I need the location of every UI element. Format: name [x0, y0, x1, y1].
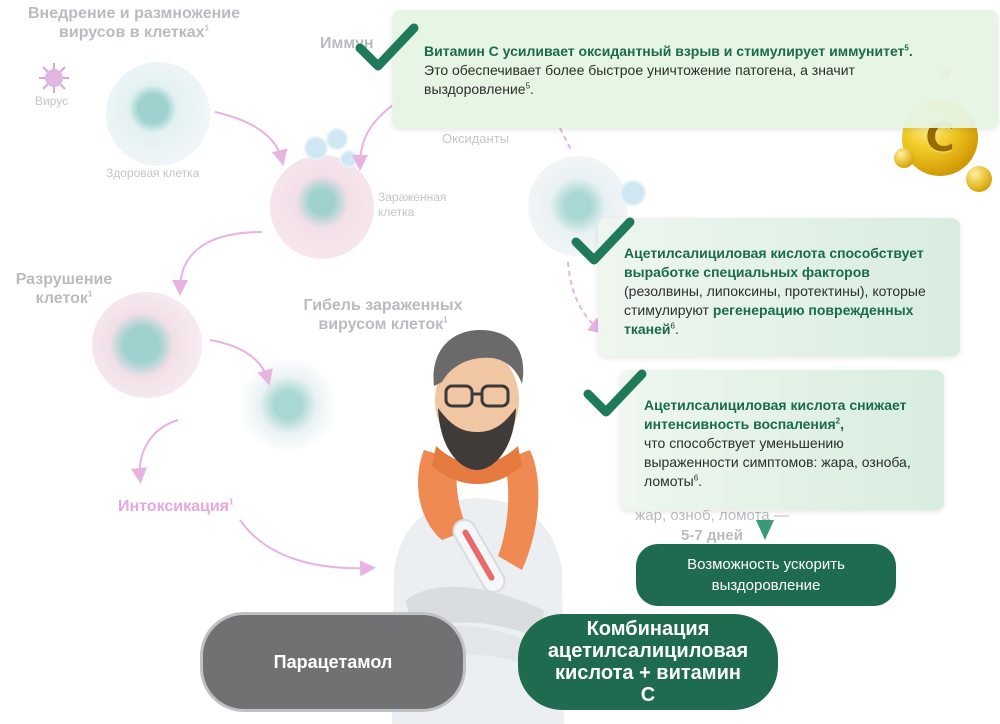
intoxication-label: Интоксикация1 [118, 497, 234, 515]
inflammation-card: Ацетилсалициловая кислота снижает интенс… [620, 370, 944, 510]
infected-cell-icon [270, 155, 374, 259]
vitamin-ball-icon [894, 148, 914, 168]
virus-icon [39, 63, 69, 93]
regeneration-card: Ацетилсалициловая кислота способствует в… [598, 218, 960, 356]
bubble-icon [326, 128, 348, 150]
heading-infected-cell-death: Гибель зараженных вирусом клеток1 [303, 297, 463, 333]
check-icon [355, 23, 419, 71]
inflammation-card-title: Ацетилсалициловая кислота снижает интенс… [644, 397, 907, 432]
bubble-icon [304, 136, 328, 160]
oxidants-label: Оксиданты [442, 131, 509, 146]
healthy-cell-icon [106, 62, 210, 166]
speed-up-recovery-button[interactable]: Возможность ускорить выздоровление [636, 544, 896, 606]
cell-fragments-icon [236, 360, 340, 450]
virus-label: Вирус [35, 94, 69, 108]
paracetamol-button[interactable]: Парацетамол [200, 612, 466, 712]
regeneration-card-text: Ацетилсалициловая кислота способствует в… [624, 245, 926, 337]
combination-button[interactable]: Комбинация ацетилсалициловая кислота + в… [518, 614, 778, 710]
bubble-icon [620, 180, 646, 206]
vitamin-ball-icon [966, 166, 992, 192]
check-icon [571, 217, 635, 265]
heading-virus-reproduction: Внедрение и размножение вирусов в клетка… [28, 5, 240, 41]
infected-cell-label: Зараженная клетка [378, 190, 447, 219]
check-icon [583, 369, 647, 417]
destroyed-cell-icon [92, 292, 202, 398]
healthy-cell-label: Здоровая клетка [106, 166, 200, 180]
vitamin-c-card-title: Витамин С усиливает оксидантный взрыв и … [424, 43, 913, 59]
heading-cell-destruction: Разрушение клеток1 [15, 271, 113, 307]
down-arrow-icon [756, 520, 774, 540]
bg-symptom-duration: жар, озноб, ломота — 5-7 дней [635, 507, 789, 544]
inflammation-card-text: что способствует уменьшению выраженности… [644, 435, 911, 489]
vitamin-c-card-text: Это обеспечивает более быстрое уничтожен… [424, 62, 855, 97]
vitamin-c-card: Витамин С усиливает оксидантный взрыв и … [392, 10, 998, 128]
